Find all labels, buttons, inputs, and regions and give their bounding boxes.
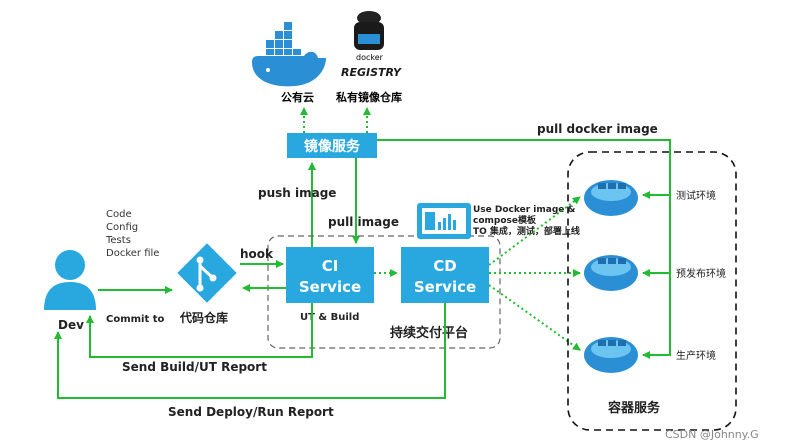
ci-sub-label: UT & Build [300, 312, 359, 323]
ci-service-box [286, 247, 374, 303]
prod-env-icon [584, 337, 638, 373]
public-cloud-label: 公有云 [281, 90, 314, 104]
compose-template-icon [417, 203, 471, 239]
whale-icon [252, 22, 326, 87]
send-deploy-label: Send Deploy/Run Report [168, 405, 334, 419]
preprod-env-icon [584, 255, 638, 291]
compose-note-line3: TO 集成，测试，部署上线 [473, 225, 580, 237]
cd-to-test-arrow [488, 196, 581, 266]
dev-note-dockerfile: Docker file [106, 248, 159, 259]
cd-service-box [401, 247, 489, 303]
send-build-label: Send Build/UT Report [122, 360, 267, 374]
platform-label: 持续交付平台 [390, 325, 468, 341]
pull-image-label: pull image [328, 215, 399, 229]
dev-person-icon [44, 250, 96, 310]
cd-line2: Service [414, 278, 476, 296]
commit-to-label: Commit to [106, 314, 165, 325]
image-service-box [287, 133, 377, 158]
registry-icon: docker REGISTRY [341, 11, 402, 79]
ci-line2: Service [299, 278, 361, 296]
dev-label: Dev [58, 318, 84, 332]
watermark: CSDN @Johnny.G [665, 428, 759, 441]
push-image-label: push image [258, 186, 336, 200]
dev-note-tests: Tests [105, 235, 131, 246]
platform-region [267, 235, 501, 349]
dev-note-config: Config [106, 222, 138, 233]
ci-line1: CI [322, 257, 339, 275]
private-registry-label: 私有镜像仓库 [336, 90, 402, 104]
registry-logo-small: docker [356, 53, 384, 62]
cd-to-prod-arrow [488, 284, 581, 351]
registry-logo-big: REGISTRY [341, 66, 402, 79]
compose-note-line1: Use Docker image & [473, 205, 576, 215]
env-label-test: 测试环境 [676, 189, 716, 202]
compose-note-line2: compose模板 [473, 214, 537, 226]
container-service-region [567, 151, 737, 431]
send-build-report-line [86, 303, 313, 358]
container-service-label: 容器服务 [607, 400, 661, 416]
dev-note-code: Code [106, 209, 132, 220]
test-env-icon [584, 180, 638, 216]
hook-label: hook [240, 247, 274, 261]
env-label-prod: 生产环境 [676, 349, 716, 362]
pull-docker-image-label: pull docker image [537, 122, 658, 136]
cd-line1: CD [433, 257, 456, 275]
git-repo-icon [177, 243, 237, 303]
image-service-label: 镜像服务 [304, 138, 361, 155]
repo-label: 代码仓库 [179, 310, 228, 325]
send-deploy-report-line [54, 303, 446, 399]
env-label-preprod: 预发布环境 [676, 267, 726, 280]
